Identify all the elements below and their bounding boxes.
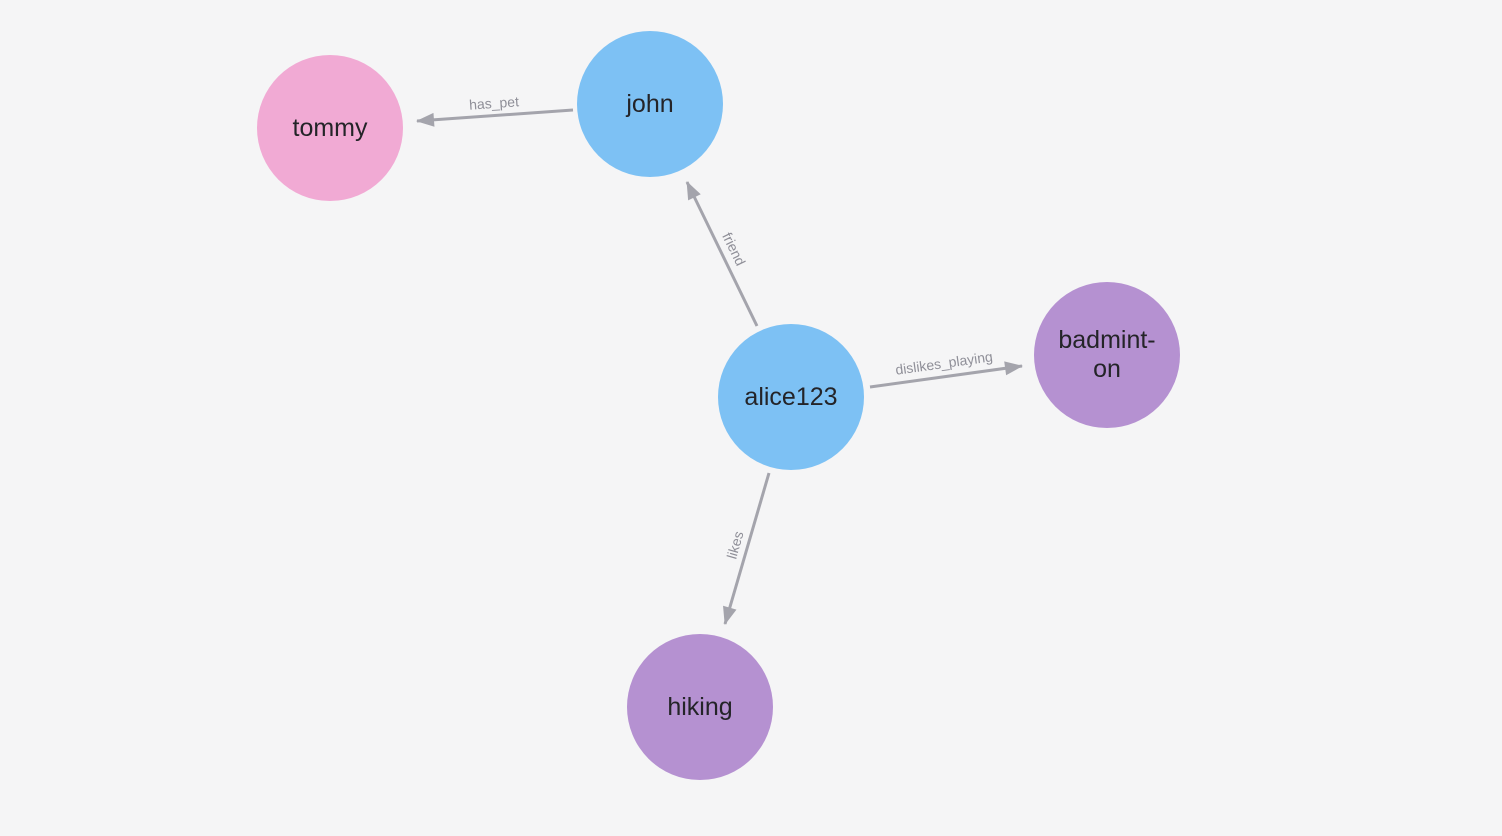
edge-john-tommy[interactable] [416, 108, 574, 127]
node-hiking-label: hiking [667, 692, 733, 721]
node-john-label: john [626, 89, 674, 118]
node-alice123[interactable]: alice123 [718, 324, 864, 470]
node-badminton[interactable]: badmint- on [1034, 282, 1180, 428]
node-badminton-label: badmint- on [1058, 326, 1156, 383]
node-john[interactable]: john [577, 31, 723, 177]
edge-alice123-hiking[interactable] [723, 472, 771, 625]
node-tommy[interactable]: tommy [257, 55, 403, 201]
node-hiking[interactable]: hiking [627, 634, 773, 780]
edge-alice123-john[interactable] [685, 181, 759, 327]
edge-alice123-badminton[interactable] [869, 361, 1023, 389]
node-tommy-label: tommy [292, 113, 368, 142]
node-alice123-label: alice123 [744, 382, 838, 411]
